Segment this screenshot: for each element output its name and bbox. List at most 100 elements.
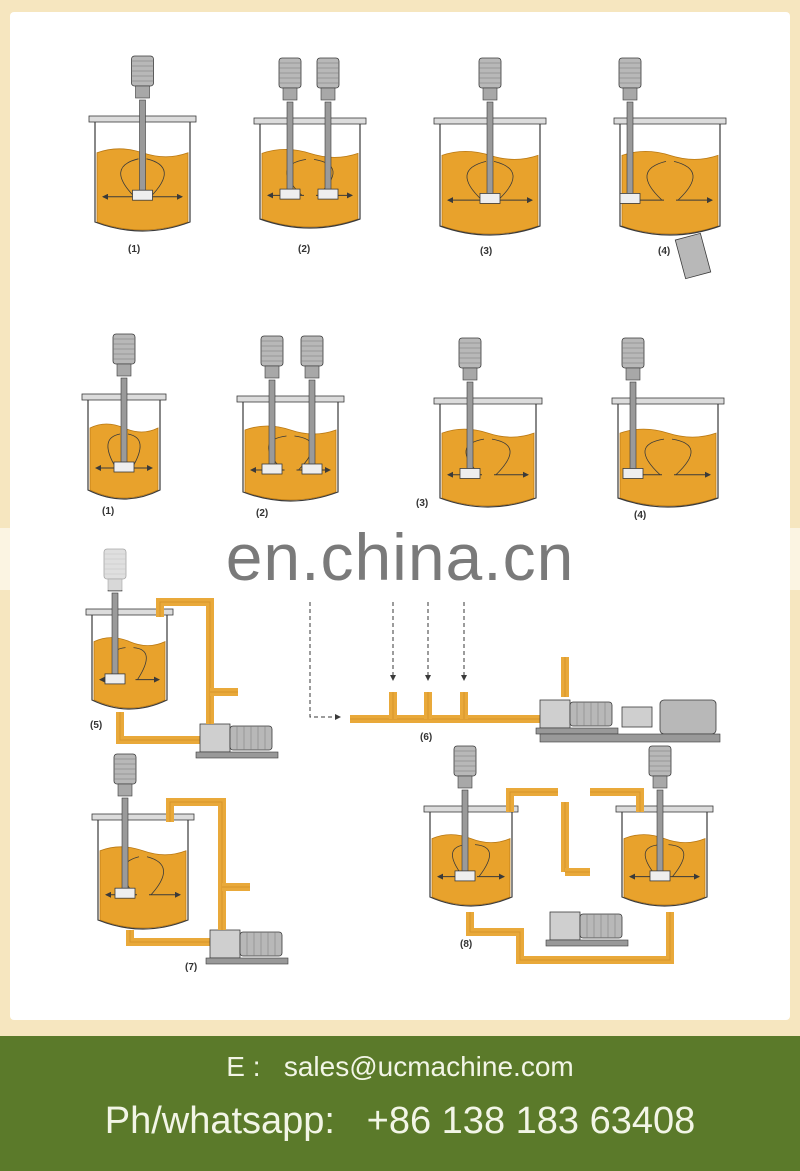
shaft bbox=[111, 592, 119, 678]
shaft bbox=[466, 381, 474, 473]
motor-icon bbox=[260, 335, 284, 379]
tank-row1-1 bbox=[88, 99, 197, 232]
diagram-shape bbox=[652, 775, 668, 789]
motor-icon bbox=[478, 57, 502, 101]
mixing-head bbox=[104, 673, 126, 685]
mixing-head bbox=[649, 870, 671, 882]
diagram-shape bbox=[117, 783, 133, 797]
liquid bbox=[621, 150, 719, 235]
shaft bbox=[120, 377, 128, 467]
shaft bbox=[286, 101, 294, 194]
tank-group bbox=[81, 55, 727, 930]
tank-wall bbox=[97, 820, 189, 930]
label-row2-2: (2) bbox=[256, 508, 268, 519]
liquid bbox=[619, 428, 717, 507]
label-row1-2: (2) bbox=[298, 244, 310, 255]
motor-icon bbox=[618, 57, 642, 101]
tank-lid bbox=[91, 813, 195, 821]
motor-icon bbox=[453, 745, 477, 789]
label-row2-3: (3) bbox=[416, 498, 428, 509]
diagram-shape bbox=[195, 751, 279, 759]
liquid bbox=[431, 834, 511, 906]
diagram-shape bbox=[320, 87, 336, 101]
mixing-head bbox=[619, 193, 641, 204]
tank-lid bbox=[611, 397, 725, 405]
diagram-shape bbox=[509, 791, 558, 812]
flow-loop bbox=[673, 160, 694, 201]
diagram-shape bbox=[116, 363, 132, 377]
motor-icon bbox=[278, 57, 302, 101]
mixing-tank-diagram: (1) (2) (3) (4) (1) (2) (3) (4) (5) (6) … bbox=[81, 55, 727, 973]
flow-loop bbox=[668, 844, 685, 877]
mixing-head bbox=[479, 193, 501, 204]
coupling bbox=[621, 706, 653, 728]
flow-loop bbox=[493, 160, 514, 201]
flow-loop bbox=[644, 438, 665, 476]
diagram-shape bbox=[625, 367, 641, 381]
pipe-8-bottom-loop bbox=[466, 912, 674, 964]
label-5: (5) bbox=[90, 720, 102, 731]
mixing-head bbox=[301, 463, 323, 475]
dashed-feed-arrow bbox=[309, 602, 341, 720]
shaft bbox=[656, 789, 664, 875]
diagram-shape bbox=[129, 930, 210, 943]
tank-wall bbox=[439, 124, 541, 236]
diagram-shape bbox=[462, 367, 478, 381]
pump-8-icon bbox=[545, 911, 629, 947]
tank-wall bbox=[617, 404, 719, 508]
shaft bbox=[308, 379, 316, 469]
phone-line[interactable]: Ph/whatsapp: +86 138 183 63408 bbox=[104, 1100, 696, 1142]
tank-lid bbox=[253, 117, 367, 125]
tank-row2-1 bbox=[81, 377, 167, 500]
shaft bbox=[629, 381, 637, 473]
shaft bbox=[139, 99, 146, 195]
tank-8-left bbox=[423, 789, 519, 907]
mixing-head bbox=[114, 887, 136, 899]
flow-loop bbox=[474, 844, 490, 877]
label-row1-3: (3) bbox=[480, 246, 492, 257]
mixing-head bbox=[454, 870, 476, 882]
shaft bbox=[461, 789, 469, 875]
tank-row1-2 bbox=[253, 101, 367, 229]
liquid bbox=[244, 425, 337, 501]
tank-8-right bbox=[615, 789, 714, 907]
tank-wall bbox=[259, 124, 361, 229]
mixing-head bbox=[261, 463, 283, 475]
motor-icon bbox=[300, 335, 324, 379]
diagram-shape bbox=[590, 791, 641, 812]
liquid bbox=[441, 428, 535, 507]
motor-icon bbox=[113, 753, 137, 797]
tank-row2-2 bbox=[236, 379, 345, 502]
watermark-text: en.china.cn bbox=[225, 520, 575, 594]
tank-wall bbox=[619, 124, 721, 236]
tank-wall bbox=[242, 402, 339, 502]
tank-lid bbox=[433, 397, 543, 405]
diagram-shape bbox=[482, 87, 498, 101]
motor-icon bbox=[621, 337, 645, 381]
diagram-shape bbox=[205, 957, 289, 965]
inline-mixer-6-icon bbox=[535, 699, 619, 735]
email-line[interactable]: E : sales@ucmachine.com bbox=[226, 1051, 574, 1082]
pipe-7-suction bbox=[126, 930, 210, 946]
flow-loop bbox=[466, 160, 487, 201]
mixing-head bbox=[317, 188, 339, 200]
flow-loop bbox=[133, 647, 147, 680]
flow-loop bbox=[107, 433, 121, 469]
diagram-shape bbox=[119, 712, 200, 741]
diagram-shape bbox=[282, 87, 298, 101]
shaft bbox=[486, 101, 494, 199]
diagram-shape bbox=[539, 699, 571, 729]
tank-lid bbox=[85, 608, 174, 616]
tank-lid bbox=[615, 805, 714, 813]
shaft bbox=[268, 379, 276, 469]
liquid bbox=[261, 149, 359, 228]
pipe-8-left-top bbox=[506, 788, 558, 812]
tank-wall bbox=[621, 812, 708, 907]
label-row2-4: (4) bbox=[634, 510, 646, 521]
tank-lid bbox=[236, 395, 345, 403]
base-frame bbox=[539, 733, 721, 743]
diagram-shape bbox=[469, 912, 671, 961]
motor-icon bbox=[648, 745, 672, 789]
pipe-7-return bbox=[166, 798, 226, 930]
tank-lid bbox=[423, 805, 519, 813]
